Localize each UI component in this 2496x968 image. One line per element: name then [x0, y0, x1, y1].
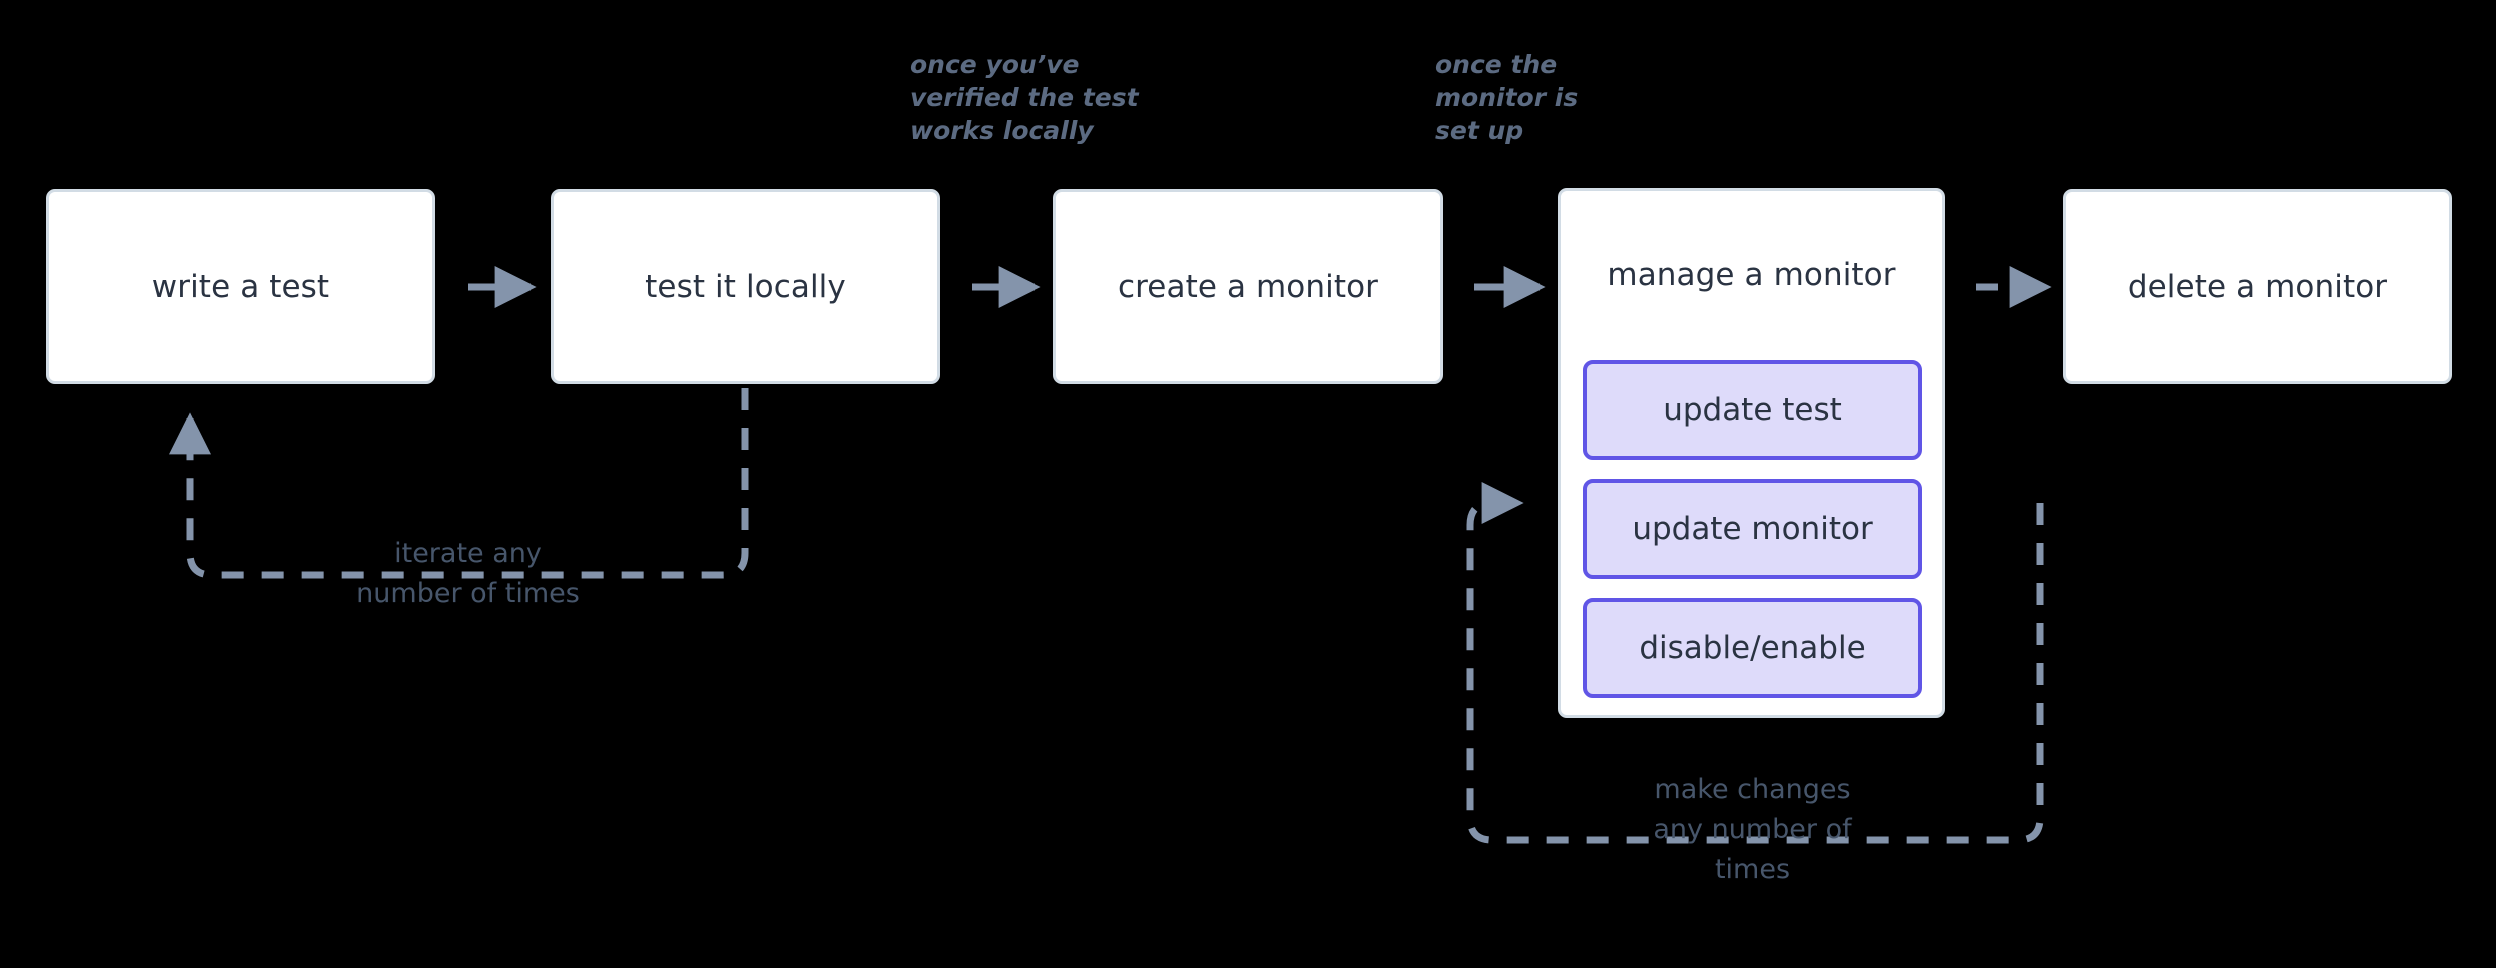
node-label-delete-a-monitor: delete a monitor [2127, 268, 2388, 305]
loop-label-make-changes: make changes any number of times [1653, 774, 1852, 885]
node-label-test-it-locally: test it locally [645, 268, 846, 305]
node-write-a-test[interactable]: write a test [46, 189, 435, 384]
loop-label-iterate: iterate any number of times [356, 538, 580, 609]
subnode-disable-enable[interactable]: disable/enable [1583, 598, 1922, 698]
node-label-write-a-test: write a test [151, 268, 330, 305]
subnode-update-test[interactable]: update test [1583, 360, 1922, 460]
node-create-a-monitor[interactable]: create a monitor [1053, 189, 1443, 384]
subnode-label-update-test: update test [1663, 392, 1842, 428]
node-delete-a-monitor[interactable]: delete a monitor [2063, 189, 2452, 384]
edge-note-verified: once you’ve verified the test works loca… [910, 50, 1139, 145]
node-test-it-locally[interactable]: test it locally [551, 189, 940, 384]
node-label-create-a-monitor: create a monitor [1118, 268, 1378, 305]
edge-note-setup: once the monitor is set up [1435, 50, 1579, 145]
subnode-label-disable-enable: disable/enable [1639, 630, 1866, 666]
subnode-label-update-monitor: update monitor [1632, 511, 1873, 547]
subnode-update-monitor[interactable]: update monitor [1583, 479, 1922, 579]
node-label-manage-a-monitor: manage a monitor [1607, 257, 1896, 293]
